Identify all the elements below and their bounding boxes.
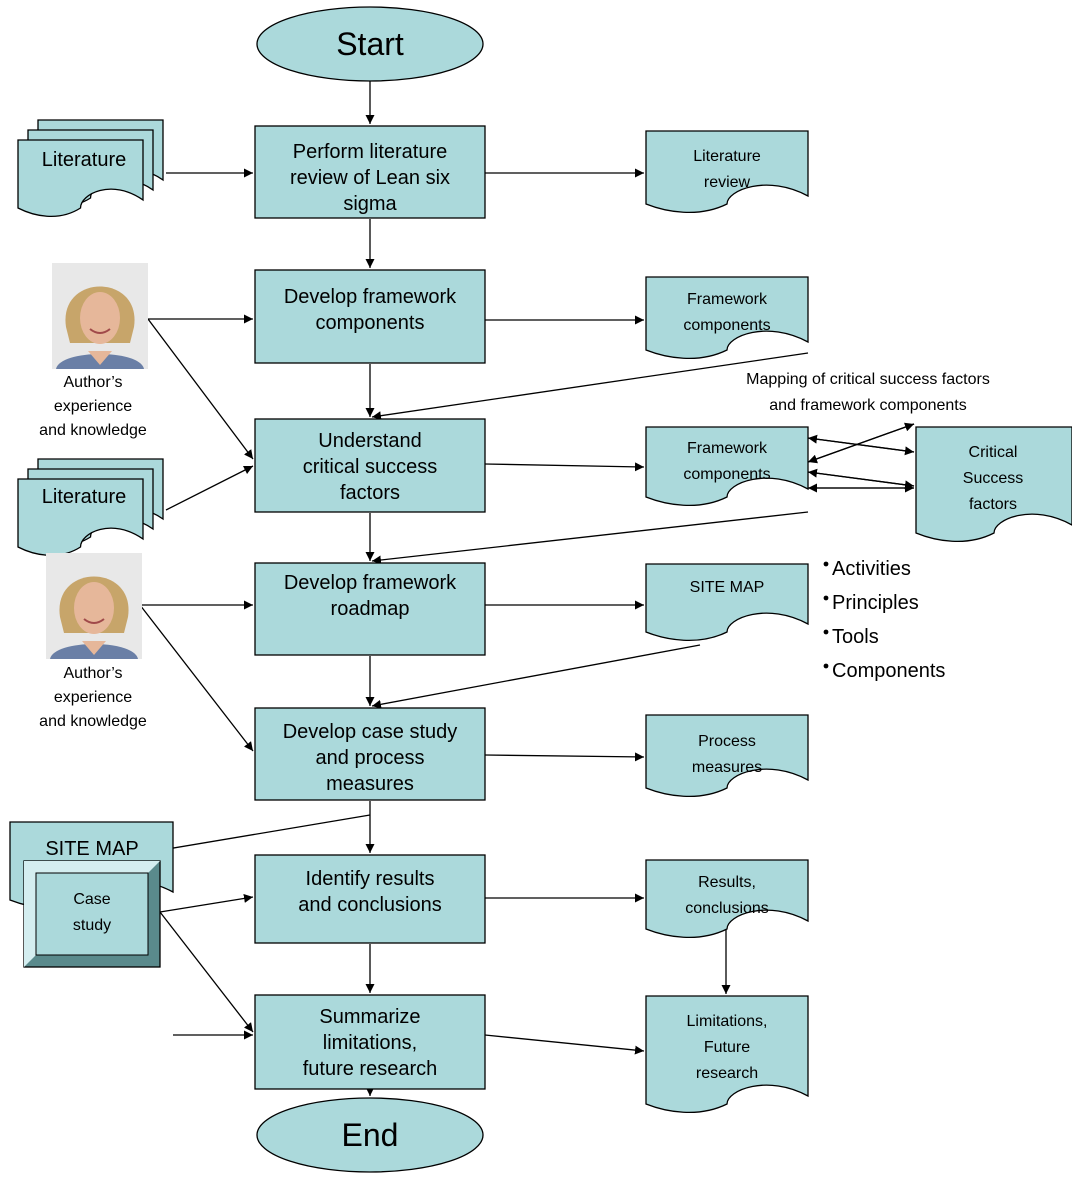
process-box-p5 [254,707,486,801]
process-label-p4: Develop framework [284,572,457,594]
output_documents.2.lines: components [683,466,770,483]
output_documents.3.lines: SITE MAP [690,579,765,596]
connector-arrow [159,893,254,913]
case-study-bevel-box [23,860,161,968]
mapping_note: Mapping of critical success factors [746,371,990,388]
process-label-p4: roadmap [331,598,410,620]
process-label-p7: Summarize [319,1006,420,1028]
end-terminator [256,1097,484,1173]
process-box-p7 [254,994,486,1090]
output-document-o4 [645,563,809,642]
flowchart-shapes [9,6,1072,1173]
process-label-p3: critical success [303,456,437,478]
process-label-p3: factors [340,482,400,504]
literature-label-1: Literature [42,149,127,171]
mapping_note: and framework components [769,397,966,414]
output_documents.6.lines: Limitations, [687,1013,768,1030]
author_inputs.0.lines: and knowledge [39,422,147,439]
connector-arrow [147,318,254,460]
output_documents.0.lines: Literature [693,148,761,165]
literature-multidocument-1 [17,119,164,218]
process-box-p3 [254,418,486,513]
roadmap-bullet: Tools [832,626,879,648]
output_documents.1.lines: components [683,317,770,334]
process-label-p2: components [316,312,425,334]
process-box-p2 [254,269,486,364]
connector-arrow [371,644,701,709]
process-box-p4 [254,562,486,656]
author_inputs.1.lines: experience [54,689,132,706]
roadmap-bullet: Activities [832,558,911,580]
output_documents.4.lines: measures [692,759,762,776]
output_documents.5.lines: Results, [698,874,756,891]
output-document-o3 [645,426,809,507]
end-label: End [342,1117,399,1153]
author_inputs.1.lines: Author’s [64,665,123,682]
author_inputs.0.lines: experience [54,398,132,415]
output_documents.4.lines: Process [698,733,756,750]
connector-arrow [371,352,809,421]
bullet-dot [823,629,829,635]
process-box-p6 [254,854,486,944]
process-label-p7: limitations, [323,1032,417,1054]
process-label-p2: Develop framework [284,286,457,308]
connector-arrow [484,752,645,762]
output_documents.0.lines: review [704,174,751,191]
connector-arrow [159,911,254,1033]
output-document-o7 [645,995,809,1114]
connector-arrow [484,462,645,472]
bullet-dot [823,595,829,601]
output_documents.7.lines: Critical [969,444,1018,461]
author-photo-1 [52,263,148,369]
bullet-dot [823,663,829,669]
roadmap-bullet: Principles [832,592,919,614]
output_documents.7.lines: factors [969,496,1017,513]
literature-label-2: Literature [42,486,127,508]
process-label-p3: Understand [318,430,421,452]
process-label-p5: Develop case study [283,721,458,743]
output_documents.6.lines: Future [704,1039,750,1056]
connector-arrow [371,511,809,565]
connector-arrow [165,465,254,511]
output_documents.5.lines: conclusions [685,900,769,917]
output-document-o6 [645,859,809,939]
connector-arrow [807,468,915,487]
connector-arrow [139,604,254,752]
output-document-o5 [645,714,809,798]
author_inputs.0.lines: Author’s [64,374,123,391]
case_study_box.lines: study [73,917,111,934]
process-label-p1: review of Lean six [290,167,450,189]
site-map-input-label: SITE MAP [45,838,138,860]
output_documents.1.lines: Framework [687,291,768,308]
start-terminator [256,6,484,82]
connector-arrow [807,423,915,464]
process-label-p5: and process [316,747,425,769]
literature-multidocument-2 [17,458,164,557]
process-label-p1: sigma [343,193,397,215]
output-document-csf [915,426,1072,543]
author-photo-2 [46,553,142,659]
process-label-p5: measures [326,773,414,795]
process-box-p1 [254,125,486,219]
start-label: Start [336,26,404,62]
output_documents.2.lines: Framework [687,440,768,457]
process-label-p6: and conclusions [298,894,441,916]
process-label-p6: Identify results [306,868,435,890]
case_study_box.lines: Case [73,891,110,908]
process-label-p7: future research [303,1058,438,1080]
roadmap-bullet: Components [832,660,945,682]
connector-arrow [807,434,915,453]
process-label-p1: Perform literature [293,141,448,163]
bullet-dot [823,561,829,567]
author_inputs.1.lines: and knowledge [39,713,147,730]
output_documents.7.lines: Success [963,470,1023,487]
output-document-o1 [645,130,809,214]
output_documents.6.lines: research [696,1065,758,1082]
connector-arrow [484,1034,645,1055]
output-document-o2 [645,276,809,360]
